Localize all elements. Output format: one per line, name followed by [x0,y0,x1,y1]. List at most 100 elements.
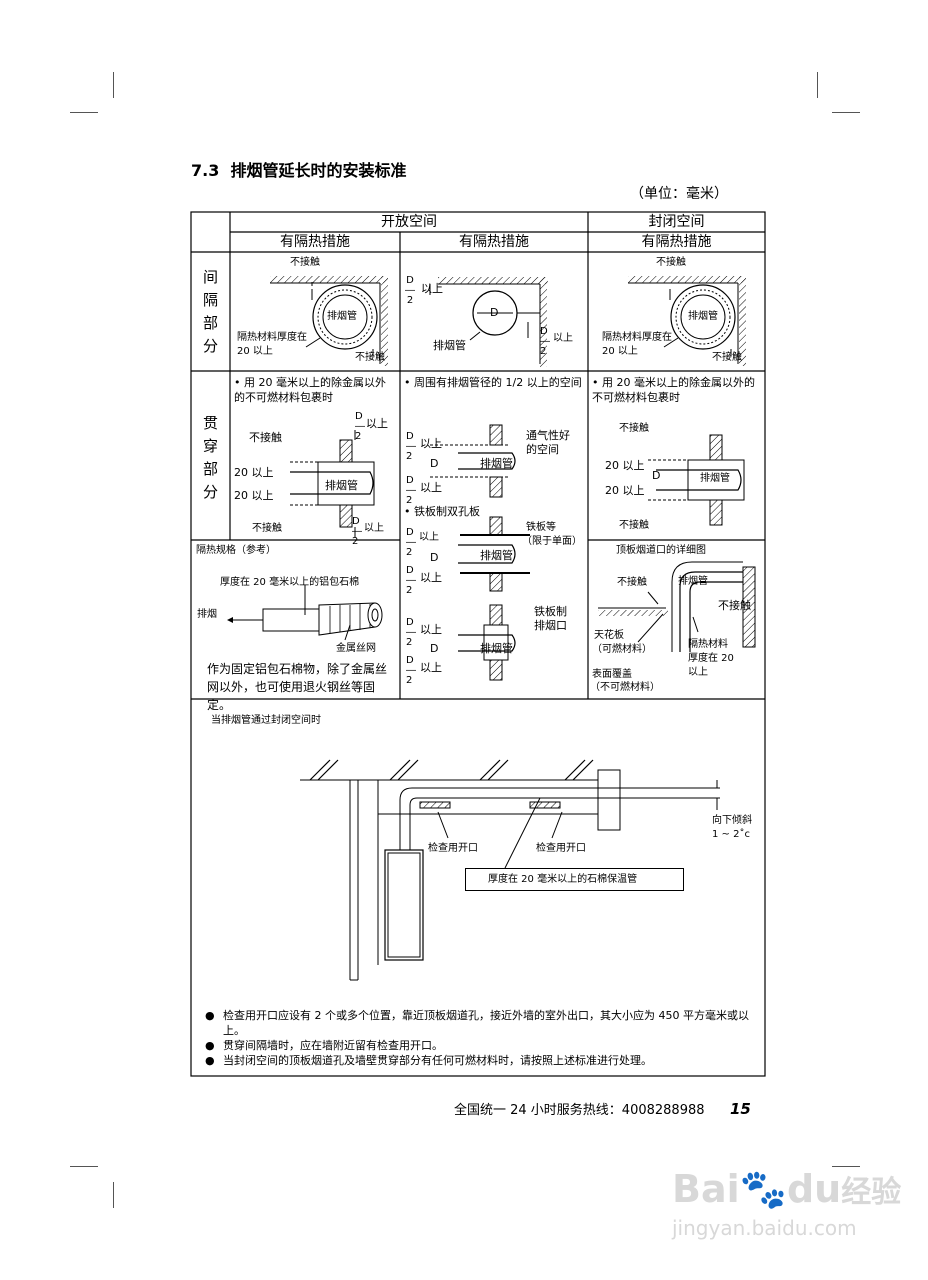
gap2-d-fraction-2: D―2 [540,326,550,357]
spec3-surface-2: （不可燃材料） [590,682,660,693]
pen3-pipe: 排烟管 [700,473,730,484]
pen2-above6: 以上 [420,661,442,674]
pen3-no-contact-bottom: 不接触 [619,520,649,531]
pen2-above4: 以上 [420,571,442,584]
pen2-above2: 以上 [420,481,442,494]
spec1-exhaust: 排烟 [197,609,217,620]
row-label-char: 部 [202,460,218,478]
row-label-char: 分 [202,483,218,501]
gap-diagram-open-2 [429,277,548,367]
row-label-char: 部 [202,314,218,332]
asbestos-box [465,868,684,891]
pen1-no-contact-bottom: 不接触 [252,523,282,534]
gap-diagram-open-1 [270,276,388,366]
pen1-d-fraction-bottom: D―2 [352,516,362,547]
pen2-bullet2-text: 铁板制双孔板 [414,505,480,518]
penetration-diagram-3 [648,434,745,526]
row-label-char: 分 [202,337,218,355]
spec3-pipe: 排烟管 [678,576,708,587]
ceiling-outlet-diagram [598,561,756,652]
asbestos-label: 厚度在 20 毫米以上的石棉保温管 [488,874,638,885]
pen2-d3: D―2 [406,527,416,558]
pen2-above5: 以上 [420,623,442,636]
slope-label: 向下倾斜 [712,815,752,826]
row-label-penetration: 贯 穿 部 分 [191,412,230,504]
header-insulated-3: 有隔热措施 [641,234,712,250]
crop-mark [817,72,818,98]
watermark-url: jingyan.baidu.com [672,1216,857,1240]
penetration-diagram-1 [290,430,375,537]
spec3-no-contact-1: 不接触 [617,577,647,588]
pen2-d: D [430,457,439,470]
row-label-char: 隔 [202,291,218,309]
watermark-jingyan: 经验 [841,1175,902,1210]
spec3-insulation-3: 以上 [688,667,708,678]
section-title: 排烟管延长时的安装标准 [230,161,407,180]
crop-mark [113,1182,114,1208]
paw-icon: 🐾 [739,1167,787,1211]
pen1-pipe: 排烟管 [325,479,358,492]
pen2-d1: D―2 [406,431,416,462]
pen2-pipe2: 排烟管 [480,549,513,562]
pen2-d5: D―2 [406,617,416,648]
gap1-no-contact-top: 不接触 [290,257,320,268]
row-label-char: 贯 [202,414,218,432]
header-closed-space: 封闭空间 [648,214,705,230]
spec1-wrap: 厚度在 20 毫米以上的铝包石棉 [220,577,360,588]
pen2-d6: D―2 [406,655,416,686]
inspection-opening-1: 检查用开口 [428,843,478,854]
spec3-no-contact-2: 不接触 [718,599,751,612]
crop-mark [70,1166,98,1167]
footer-hotline: 全国统一 24 小时服务热线：4008288988 [454,1103,705,1118]
gap2-above: 以上 [421,282,443,295]
crop-mark [832,1166,860,1167]
spec1-mesh: 金属丝网 [336,643,376,654]
note-item: 检查用开口应设有 2 个或多个位置，靠近顶板烟道孔，接近外墙的室外出口，其大小应… [205,1008,760,1038]
closed-title: 当排烟管通过封闭空间时 [211,715,321,726]
notes-list: 检查用开口应设有 2 个或多个位置，靠近顶板烟道孔，接近外墙的室外出口，其大小应… [205,1008,760,1068]
pen2-iron-outlet: 铁板制 [534,605,567,618]
closed-space-diagram [300,759,720,981]
pen2-pipe: 排烟管 [480,457,513,470]
unit-label: （单位：毫米） [630,186,728,202]
pen1-bullet: • 用 20 毫米以上的除金属以外的不可燃材料包裹时 [234,376,386,404]
row-label-char: 间 [202,268,218,286]
section-number: 7.3 [191,161,220,180]
header-open-space: 开放空间 [381,214,437,230]
pen1-bullet-text: 用 20 毫米以上的除金属以外的不可燃材料包裹时 [234,376,386,404]
pen1-d-fraction-top: D―2 [355,411,365,442]
pen2-d-3: D [430,642,439,655]
note-item: 贯穿间隔墙时，应在墙附近留有检查用开口。 [205,1038,760,1053]
gap3-insulation: 隔热材料厚度在 [602,332,672,343]
watermark-brand2: du [786,1167,842,1211]
pen2-iron-plate: 铁板等 [526,522,556,533]
pen2-d4: D―2 [406,565,416,596]
pen2-ventilation-2: 的空间 [526,443,559,456]
pen3-d: D [652,469,661,482]
crop-mark [832,112,860,113]
spec3-insulation: 隔热材料 [688,639,728,650]
gap1-insulation: 隔热材料厚度在 [237,332,307,343]
pen1-above20-2: 20 以上 [234,489,274,502]
spec1-note: 作为固定铝包石棉物，除了金属丝网以外，也可使用退火钢丝等固定。 [207,662,388,712]
watermark-brand: Bai [672,1167,740,1211]
penetration-diagram-2 [430,424,530,681]
gap1-insulation-20: 20 以上 [237,346,273,357]
gap3-pipe-label: 排烟管 [688,311,718,322]
gap3-no-contact-top: 不接触 [656,257,686,268]
spec3-ceiling-2: （可燃材料） [592,644,652,655]
pen2-iron-outlet-2: 排烟口 [534,619,567,632]
pen2-bullet: • 周围有排烟管径的 1/2 以上的空间 [404,376,582,389]
crop-mark [113,72,114,98]
pen1-above20-1: 20 以上 [234,466,274,479]
slope-value: 1 ~ 2˚c [712,829,750,840]
gap-diagram-closed [628,276,746,366]
pen2-bullet2: • 铁板制双孔板 [404,505,480,518]
gap3-insulation-20: 20 以上 [602,346,638,357]
insulation-spec-diagram [227,585,383,641]
pen3-above20-2: 20 以上 [605,484,645,497]
pen2-d-2: D [430,551,439,564]
spec1-title: 隔热规格（参考） [196,545,276,556]
pen2-above3: 以上 [419,532,439,543]
